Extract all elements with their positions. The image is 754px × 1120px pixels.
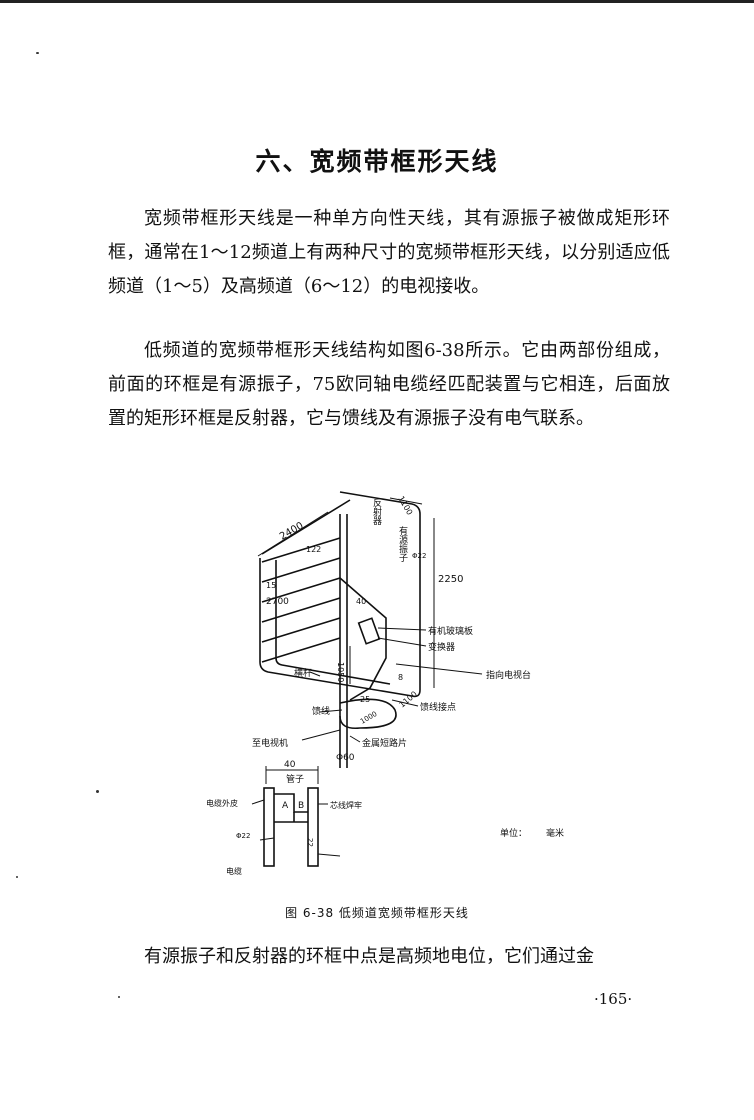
dimension-line bbox=[257, 511, 329, 557]
detail-leader bbox=[251, 799, 265, 805]
detail-strap bbox=[274, 793, 308, 813]
scan-speck bbox=[96, 790, 99, 793]
leader-line bbox=[309, 671, 321, 677]
organic-glass-label: 有机玻璃板 bbox=[428, 625, 473, 637]
detail-right-tube bbox=[307, 787, 319, 867]
dim-text: 2250 bbox=[438, 574, 463, 585]
converter-label: 变换器 bbox=[428, 641, 455, 653]
detail-left-tube bbox=[263, 787, 275, 867]
dim-text: 15 bbox=[266, 581, 276, 590]
dim-text: 122 bbox=[306, 545, 321, 554]
leader-line bbox=[391, 699, 419, 707]
figure-caption: 图 6-38 低频道宽频带框形天线 bbox=[285, 906, 469, 920]
leader-line bbox=[395, 663, 483, 675]
dim-text: 2400 bbox=[278, 520, 306, 542]
body-paragraph: 宽频带框形天线是一种单方向性天线，其有源振子被做成矩形环框，通常在1～12频道上… bbox=[108, 208, 670, 297]
element-line bbox=[261, 617, 341, 643]
crossbar-label: 横杆 bbox=[294, 667, 312, 679]
scan-speck bbox=[36, 52, 39, 54]
detail-leader bbox=[259, 837, 275, 841]
leader-line bbox=[377, 637, 427, 647]
dim-text: 1100 bbox=[398, 690, 419, 710]
scan-speck bbox=[118, 996, 120, 998]
unit-value: 毫米 bbox=[546, 827, 564, 839]
top-bar bbox=[261, 499, 351, 555]
element-line bbox=[261, 557, 341, 583]
point-b-label: B bbox=[298, 801, 304, 811]
converter-box bbox=[357, 617, 381, 645]
dim-text: 40 bbox=[356, 597, 366, 606]
scan-speck bbox=[16, 876, 18, 878]
element-line bbox=[261, 637, 341, 663]
leader-line bbox=[377, 627, 427, 631]
dim-text: Φ60 bbox=[336, 753, 355, 763]
section-title: 六、宽频带框形天线 bbox=[255, 147, 499, 176]
antenna-figure: 2400 1100 122 15 2700 2250 40 1050 1100 … bbox=[190, 478, 610, 888]
active-dipole-label: 有源振子 bbox=[397, 525, 408, 562]
cable-label: 电缆 bbox=[226, 866, 242, 876]
dim-text: 25 bbox=[360, 695, 370, 704]
toward-station-label: 指向电视台 bbox=[486, 669, 531, 681]
leader-line bbox=[349, 735, 361, 743]
page-number: ·165· bbox=[594, 990, 633, 1008]
dim-text: 8 bbox=[398, 673, 403, 682]
active-loop bbox=[339, 577, 387, 701]
unit-label: 单位： bbox=[500, 827, 527, 839]
feed-point-label: 馈线接点 bbox=[420, 701, 456, 713]
element-line bbox=[261, 577, 341, 603]
reflector-label: 反射器 bbox=[371, 498, 382, 525]
antenna-diagram: 2400 1100 122 15 2700 2250 40 1050 1100 … bbox=[206, 491, 564, 876]
feed-loop bbox=[339, 698, 397, 730]
reflector-frame bbox=[259, 491, 421, 698]
body-paragraph: 低频道的宽频带框形天线结构如图6-38所示。它由两部份组成，前面的环框是有源振子… bbox=[108, 340, 670, 429]
element-line bbox=[261, 597, 341, 623]
dim-text: 1050 bbox=[336, 662, 345, 682]
pipe-label: 管子 bbox=[286, 773, 304, 785]
core-solder-label: 芯线焊牢 bbox=[330, 800, 362, 810]
dim-text: 2700 bbox=[266, 597, 289, 607]
cable-outer-label: 电缆外皮 bbox=[206, 798, 238, 808]
dim-text: 1100 bbox=[396, 495, 414, 517]
leader-line bbox=[319, 709, 343, 713]
to-tv-label: 至电视机 bbox=[252, 737, 288, 749]
metal-short-label: 金属短路片 bbox=[362, 737, 407, 749]
detail-leader bbox=[317, 853, 341, 857]
point-a-label: A bbox=[282, 801, 289, 811]
dim-text: 40 bbox=[284, 760, 296, 770]
dim-text: 22 bbox=[306, 838, 314, 847]
top-border-rule bbox=[0, 0, 754, 3]
leader-line bbox=[301, 729, 341, 741]
feeder-label: 馈线 bbox=[312, 705, 330, 717]
element-line bbox=[261, 537, 341, 563]
dim-text: Φ22 bbox=[412, 552, 426, 560]
dimension-line bbox=[389, 497, 423, 505]
dim-text: 1000 bbox=[359, 710, 378, 726]
dim-text: Φ22 bbox=[236, 832, 250, 840]
body-paragraph: 有源振子和反射器的环框中点是高频地电位，它们通过金 bbox=[144, 946, 594, 967]
